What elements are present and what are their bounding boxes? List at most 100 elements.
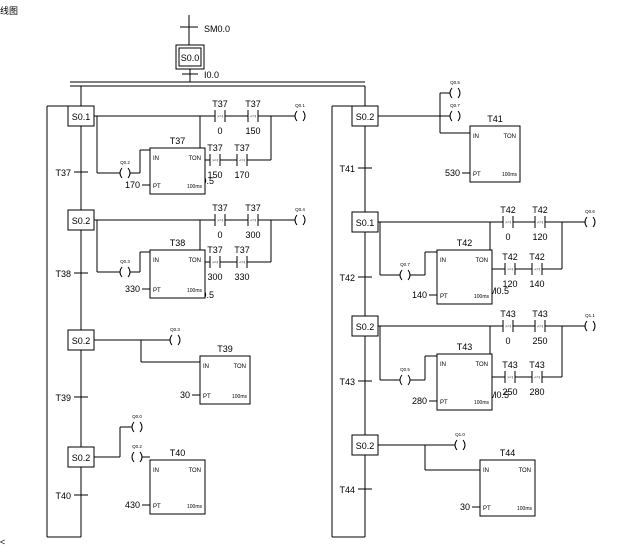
input-label: I0.0 — [204, 70, 219, 80]
timer-base: 100ms — [232, 394, 248, 400]
timer-preset: 30 — [180, 390, 190, 400]
compare-op: <=I — [239, 158, 245, 163]
step-label: S0.2 — [72, 216, 91, 226]
compare-op: <=I — [537, 220, 543, 225]
contact-label: T43 — [529, 360, 545, 370]
contact-label: T37 — [245, 203, 261, 213]
transition-label: T40 — [55, 491, 71, 501]
contact-label: T43 — [532, 309, 548, 319]
transition-label: T44 — [339, 485, 355, 495]
coil-symbol — [302, 214, 306, 226]
coil-symbol — [399, 374, 403, 386]
coil-symbol — [139, 451, 143, 463]
timer-ton: TON — [188, 156, 201, 162]
timer-in: IN — [153, 468, 159, 474]
coil-symbol — [592, 216, 596, 228]
contact-label: T37 — [212, 99, 228, 109]
coil-symbol — [119, 167, 123, 179]
coil-label: Q0.7 — [450, 103, 460, 108]
step-label: S0.2 — [72, 336, 91, 346]
step-label: S0.2 — [356, 441, 375, 451]
timer-ton: TON — [475, 362, 488, 368]
compare-op: <=I — [537, 324, 543, 329]
transition-label: T38 — [55, 269, 71, 279]
transition-label: T37 — [55, 168, 71, 178]
timer-ton: TON — [188, 468, 201, 474]
coil-symbol — [139, 421, 143, 433]
coil-label: Q1.1 — [585, 313, 595, 318]
timer-name: T43 — [457, 342, 473, 352]
step-label: S0.1 — [356, 218, 375, 228]
coil-symbol — [177, 334, 181, 346]
timer-name: T40 — [170, 448, 186, 458]
contact-label: T37 — [245, 99, 261, 109]
timer-in: IN — [440, 258, 446, 264]
transition-label: T43 — [339, 377, 355, 387]
compare-op: >=I — [507, 375, 513, 380]
compare-op: >=I — [212, 158, 218, 163]
contact-label: T43 — [500, 309, 516, 319]
coil-label: Q0.6 — [585, 209, 595, 214]
coil-symbol — [294, 214, 298, 226]
coil-symbol — [462, 439, 466, 451]
coil-label: Q0.2 — [132, 444, 142, 449]
timer-preset: 170 — [125, 180, 140, 190]
timer-name: T38 — [170, 238, 186, 248]
coil-label: Q0.3 — [120, 259, 130, 264]
transition-label: T39 — [55, 393, 71, 403]
sm05-label: SM0.5 — [483, 286, 509, 296]
step-label: S0.2 — [356, 322, 375, 332]
timer-pt: PT — [203, 394, 211, 400]
coil-symbol — [127, 266, 131, 278]
coil-symbol — [457, 110, 461, 122]
contact-value: 0 — [217, 126, 222, 136]
timer-in: IN — [153, 156, 159, 162]
initial-step-label: S0.0 — [181, 53, 200, 63]
coil-symbol — [169, 334, 173, 346]
contact-label: T37 — [207, 143, 223, 153]
contact-value: 170 — [234, 170, 249, 180]
timer-base: 100ms — [474, 294, 490, 300]
timer-base: 100ms — [187, 184, 203, 190]
compare-op: >=I — [507, 267, 513, 272]
contact-label: T37 — [207, 245, 223, 255]
contact-value: 120 — [502, 279, 517, 289]
timer-in: IN — [440, 362, 446, 368]
step-label: S0.2 — [72, 453, 91, 463]
contact-label: T37 — [212, 203, 228, 213]
compare-op: <=I — [534, 375, 540, 380]
header-text: 线图 — [0, 5, 18, 16]
compare-op: >=I — [212, 260, 218, 265]
coil-symbol — [592, 320, 596, 332]
timer-base: 100ms — [502, 172, 518, 178]
coil-symbol — [454, 439, 458, 451]
timer-name: T44 — [500, 448, 516, 458]
timer-in: IN — [203, 364, 209, 370]
contact-value: 250 — [502, 387, 517, 397]
coil-symbol — [302, 110, 306, 122]
timer-base: 100ms — [187, 288, 203, 294]
timer-ton: TON — [233, 364, 246, 370]
timer-preset: 30 — [460, 502, 470, 512]
coil-symbol — [449, 87, 453, 99]
timer-preset: 280 — [412, 396, 427, 406]
contact-value: 0 — [217, 230, 222, 240]
timer-in: IN — [153, 258, 159, 264]
timer-box — [149, 459, 206, 515]
timer-preset: 140 — [412, 290, 427, 300]
initial-step-inner — [178, 47, 202, 67]
compare-op: >=I — [217, 114, 223, 119]
coil-symbol — [294, 110, 298, 122]
coil-label: Q0.5 — [400, 367, 410, 372]
compare-op: >=I — [217, 218, 223, 223]
coil-label: Q0.5 — [450, 80, 460, 85]
compare-op: <=I — [534, 267, 540, 272]
timer-ton: TON — [475, 258, 488, 264]
contact-label: T37 — [234, 245, 250, 255]
timer-box — [149, 147, 206, 195]
coil-symbol — [449, 110, 453, 122]
timer-pt: PT — [153, 184, 161, 190]
timer-box — [436, 353, 493, 411]
compare-op: >=I — [505, 324, 511, 329]
